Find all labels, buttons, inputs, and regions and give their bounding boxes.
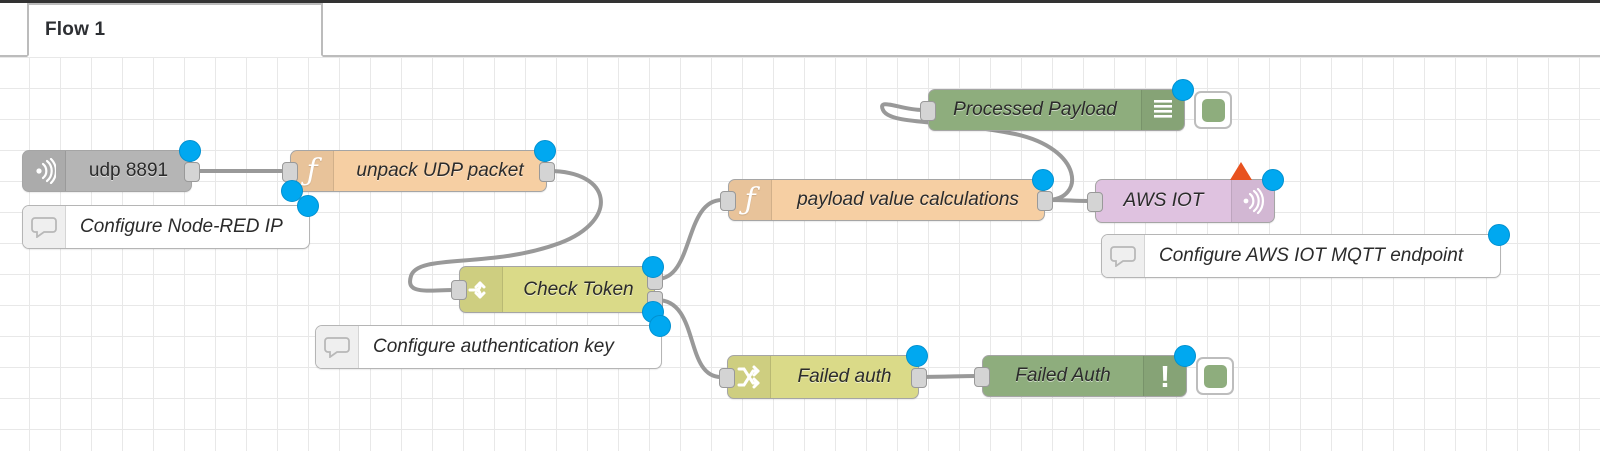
node-comment-auth-key[interactable]: Configure authentication key [315, 315, 671, 369]
wire-unpack-to-check [408, 169, 603, 293]
comment-bubble-icon [1102, 235, 1145, 277]
node-mqtt-aws-iot-label: AWS IOT [1123, 190, 1204, 211]
port-input-fn-payload-calc[interactable] [720, 191, 736, 211]
status-dot-fn-unpack [534, 140, 556, 162]
port-input-debug-failed-auth[interactable] [974, 367, 990, 387]
wire-check-to-calc [655, 198, 724, 281]
window-top-border [0, 0, 1600, 3]
debug-toggle-button-failed-auth[interactable] [1196, 357, 1234, 395]
tab-flow-1-label: Flow 1 [45, 19, 106, 40]
node-switch-check-token-label: Check Token [523, 278, 634, 300]
node-udp-in-label: udp 8891 [88, 160, 169, 181]
status-dot-comment-nodered-ip [297, 195, 319, 217]
port-output-change-failed-auth[interactable] [911, 368, 927, 388]
switch-branch-icon [460, 267, 503, 312]
node-udp-in[interactable]: udp 8891 [22, 140, 201, 192]
port-output-fn-unpack[interactable] [539, 162, 555, 182]
status-dot-fn-unpack-secondary [281, 180, 303, 202]
flow-canvas[interactable]: udp 8891 Configure Node-RED IP ƒ unpack … [0, 57, 1600, 451]
comment-bubble-icon [23, 206, 66, 248]
wire-failedauth-to-debug [919, 374, 978, 379]
status-dot-udp-in [179, 140, 201, 162]
warning-triangle-icon [1230, 162, 1252, 180]
node-comment-auth-key-label: Configure authentication key [373, 336, 614, 357]
status-dot-fn-payload-calc [1032, 169, 1054, 191]
tab-flow-1[interactable]: Flow 1 [27, 3, 323, 57]
antenna-icon [23, 151, 66, 191]
port-input-fn-unpack[interactable] [282, 162, 298, 182]
wire-check-to-failedauth [655, 298, 723, 379]
node-debug-processed-payload-label: Processed Payload [953, 99, 1117, 120]
node-change-failed-auth-label: Failed auth [797, 366, 892, 387]
node-debug-failed-auth[interactable]: Failed Auth ! [974, 345, 1234, 397]
node-debug-failed-auth-label: Failed Auth [1015, 365, 1111, 386]
node-fn-payload-calc[interactable]: ƒ payload value calculations [720, 169, 1054, 221]
node-comment-nodered-ip[interactable]: Configure Node-RED IP [22, 195, 319, 249]
debug-toggle-button-processed-payload[interactable] [1194, 91, 1232, 129]
node-fn-unpack[interactable]: ƒ unpack UDP packet [281, 140, 556, 202]
node-debug-processed-payload[interactable]: Processed Payload [920, 79, 1232, 131]
node-comment-aws-endpoint[interactable]: Configure AWS IOT MQTT endpoint [1101, 224, 1510, 278]
status-dot-debug-processed-payload [1172, 79, 1194, 101]
status-dot-mqtt-aws-iot [1262, 169, 1284, 191]
node-fn-unpack-label: unpack UDP packet [356, 160, 524, 181]
function-f-icon: ƒ [729, 180, 772, 220]
debug-bang-icon: ! [1143, 356, 1186, 396]
node-fn-payload-calc-label: payload value calculations [797, 189, 1019, 210]
status-dot-debug-failed-auth [1174, 345, 1196, 367]
node-comment-nodered-ip-label: Configure Node-RED IP [80, 216, 283, 237]
comment-bubble-icon [316, 326, 359, 368]
port-input-mqtt-aws-iot[interactable] [1087, 192, 1103, 212]
node-switch-check-token[interactable]: Check Token [451, 256, 664, 323]
flow-tab-bar: Flow 1 [0, 3, 1600, 57]
port-input-debug-processed-payload[interactable] [920, 101, 936, 121]
node-mqtt-aws-iot[interactable]: AWS IOT [1087, 162, 1284, 223]
port-input-switch-check-token[interactable] [451, 280, 467, 300]
node-comment-aws-endpoint-label: Configure AWS IOT MQTT endpoint [1159, 245, 1464, 266]
port-input-change-failed-auth[interactable] [719, 368, 735, 388]
status-dot-change-failed-auth [906, 345, 928, 367]
mqtt-antenna-icon [1231, 180, 1274, 222]
node-change-failed-auth[interactable]: Failed auth [719, 345, 928, 399]
port-output-udp-in[interactable] [184, 162, 200, 182]
status-dot-comment-aws-endpoint [1488, 224, 1510, 246]
debug-lines-icon [1141, 90, 1184, 130]
change-arrows-icon [728, 356, 771, 398]
status-dot-comment-auth-key [649, 315, 671, 337]
port-output-fn-payload-calc[interactable] [1037, 191, 1053, 211]
status-dot-switch-check-token [642, 256, 664, 278]
